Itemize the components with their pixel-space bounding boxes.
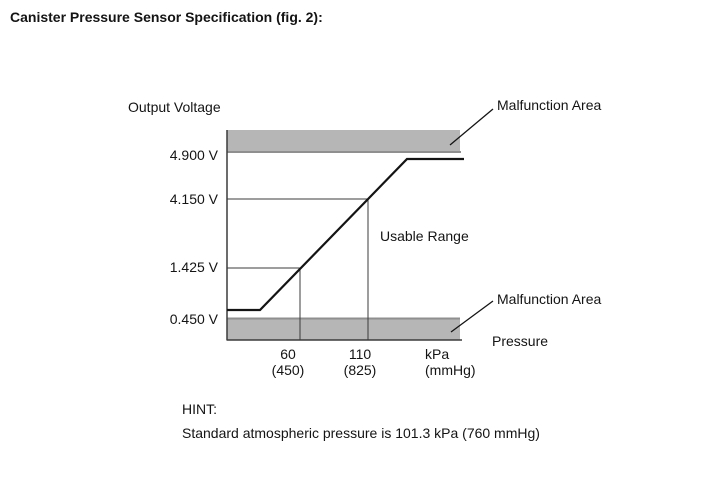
x-tick-60-kpa: 60 [280,346,296,362]
annotation-malfunction-area-top: Malfunction Area [497,97,602,113]
malfunction-band-top [227,130,460,151]
hint-heading: HINT: [182,401,217,417]
page-title: Canister Pressure Sensor Specification (… [10,9,323,25]
annotation-malfunction-area-bottom: Malfunction Area [497,291,602,307]
x-unit-mmhg: (mmHg) [425,362,476,378]
x-tick-60: 60 (450) [258,346,318,378]
x-tick-60-mmhg: (450) [271,362,305,378]
x-tick-110-kpa: 110 [348,346,372,362]
y-tick-4150: 4.150 V [169,191,218,207]
y-tick-4900: 4.900 V [169,147,218,163]
malfunction-band-bottom [227,319,460,340]
x-unit-label: kPa (mmHg) [425,346,495,378]
x-axis-label: Pressure [492,333,549,349]
y-tick-1425: 1.425 V [169,259,218,275]
sensor-output-curve [227,157,464,312]
leader-line-malfunction-top [449,108,494,146]
y-axis-label: Output Voltage [128,99,221,115]
hint-text: Standard atmospheric pressure is 101.3 k… [182,425,540,441]
y-tick-0450: 0.450 V [169,311,218,327]
x-unit-kpa: kPa [425,346,450,362]
annotation-usable-range: Usable Range [380,228,469,244]
x-tick-110-mmhg: (825) [343,362,377,378]
leader-line-malfunction-bottom [450,300,494,333]
x-tick-110: 110 (825) [330,346,390,378]
